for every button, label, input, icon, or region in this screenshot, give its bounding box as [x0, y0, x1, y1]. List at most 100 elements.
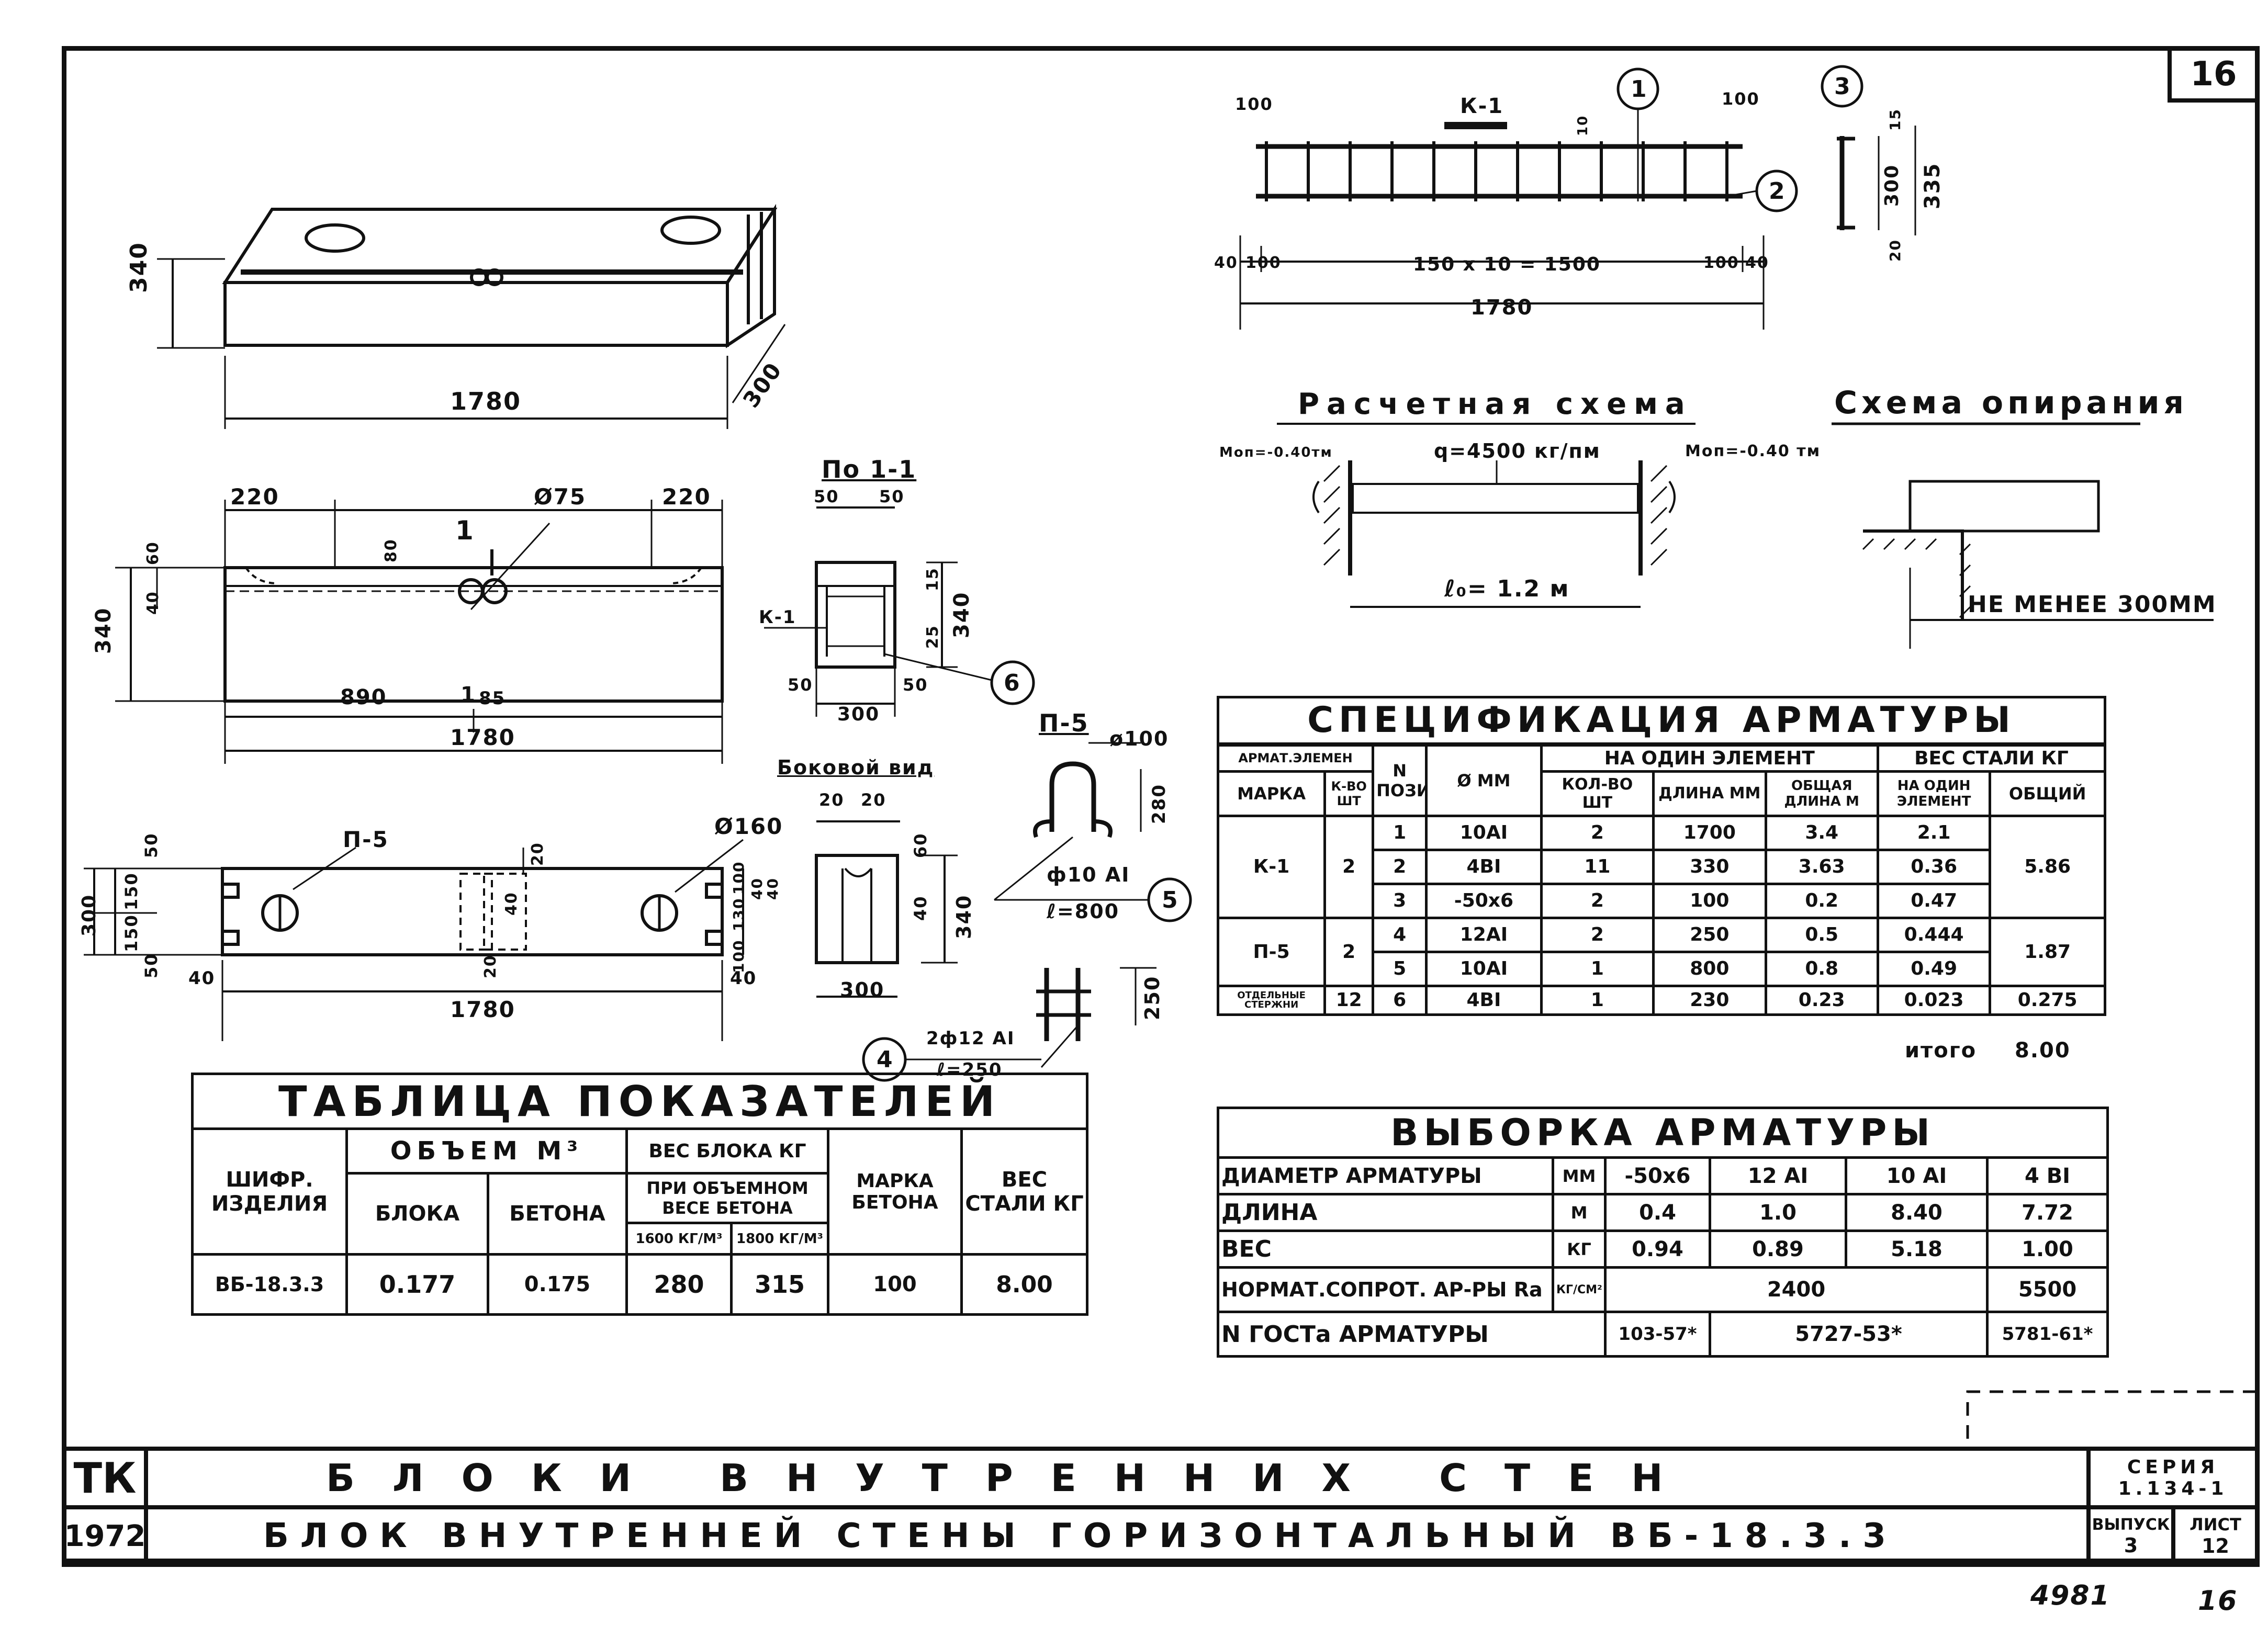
iso-dim-length: 1780: [450, 387, 522, 415]
section-dim-top-l: 50: [814, 487, 839, 506]
sample-norm-label: НОРМАТ.СОПРОТ. АР-РЫ Rа: [1217, 1266, 1554, 1313]
frame-k1-dim-100-bl: 100: [1245, 254, 1282, 272]
frame-k1-dim-100-l: 100: [1235, 94, 1273, 114]
plan-dim-100b: 100: [730, 939, 747, 973]
frame-k1-dim-mid: 150 x 10 = 1500: [1413, 254, 1601, 275]
table-row: ОТДЕЛЬНЫЕ СТЕРЖНИ 12 6 4BI 1 230 0.23 0.…: [1216, 984, 2106, 1016]
sample-cell: ММ: [1552, 1156, 1607, 1195]
spec-cell: 4: [1372, 916, 1428, 953]
front-dim-total: 1780: [450, 725, 515, 750]
spec-cell: 4BI: [1425, 984, 1543, 1016]
frame-k1-dim-100-br: 100: [1703, 254, 1739, 272]
ind-h-1800: 1800 КГ/М³: [730, 1222, 829, 1256]
plan-dim-50-top: 50: [141, 832, 161, 858]
sample-cell: 5.18: [1845, 1229, 1989, 1269]
sample-cell: ДЛИНА: [1217, 1193, 1554, 1232]
sample-cell: 0.89: [1709, 1229, 1847, 1269]
table-row: ВЕС КГ 0.94 0.89 5.18 1.00: [1217, 1229, 2109, 1269]
plan-dim-hole: Ø160: [714, 814, 783, 839]
spec-cell: 12АI: [1425, 916, 1543, 953]
loop-p5-dim-280: 280: [1149, 784, 1170, 824]
section-dim-50-r: 50: [903, 675, 928, 695]
plan-dim-20-mid2: 20: [481, 954, 500, 978]
frame-k1-dim-100-r: 100: [1722, 89, 1760, 109]
plan-dim-40-r2: 40: [764, 877, 781, 900]
spec-cell: 2: [1540, 916, 1655, 953]
ind-h-block: БЛОКА: [345, 1172, 489, 1256]
table-row: П-5 2 4 12АI 2 250 0.5 0.444 1.87: [1216, 916, 2106, 987]
indicators-table: ТАБЛИЦА ПОКАЗАТЕЛЕЙ ШИФР. ИЗДЕЛИЯ ОБЪЕМ …: [190, 1073, 1089, 1316]
ind-cell-steel: 8.00: [960, 1253, 1089, 1316]
spec-cell: 0.275: [1989, 984, 2106, 1016]
frame-k1-dim-40-r: 40: [1745, 254, 1769, 272]
calc-load-label: q=4500 кг/пм: [1434, 439, 1601, 462]
sample-cell: ДИАМЕТР АРМАТУРЫ: [1217, 1156, 1554, 1195]
ind-h-weight-sub: ПРИ ОБЪЕМНОМ ВЕСЕ БЕТОНА: [625, 1172, 829, 1224]
spec-cell: 330: [1652, 848, 1767, 885]
section-dim-15: 15: [924, 567, 942, 591]
sample-gost-label: N ГОСТа АРМАТУРЫ: [1217, 1311, 1607, 1358]
table-row: К-1 2 1 10АI 2 1700 3.4 2.1 5.86: [1216, 814, 2106, 919]
section-dim-top-r: 50: [879, 487, 905, 506]
ind-cell-w1600: 280: [625, 1253, 733, 1316]
spec-cell: 0.36: [1876, 848, 1992, 885]
calc-moment-left: Mоп=-0.40тм: [1219, 445, 1333, 460]
spec-h-total-len: ОБЩАЯ ДЛИНА М: [1764, 770, 1879, 817]
spec-cell: К-1: [1216, 814, 1327, 919]
front-section-mark-bottom: 1: [461, 683, 476, 707]
title-block-line2-text: БЛОК ВНУТРЕННЕЙ СТЕНЫ ГОРИЗОНТАЛЬНЫЙ ВБ-…: [263, 1517, 1898, 1555]
support-slab: [1908, 480, 2100, 533]
spec-cell: 2: [1540, 882, 1655, 919]
title-block-series: СЕРИЯ 1.134-1: [2086, 1447, 2260, 1509]
calc-moment-right: Mоп=-0.40 тм: [1685, 442, 1821, 460]
spec-h-per-one: НА ОДИН ЭЛЕМЕНТ: [1876, 770, 1992, 817]
sample-cell: 1.0: [1709, 1193, 1847, 1232]
plan-dim-total: 1780: [450, 997, 515, 1022]
plan-dim-100: 100: [730, 861, 747, 895]
front-dim-hole: Ø75: [534, 484, 587, 510]
spec-cell: 10АI: [1425, 814, 1543, 851]
callout-4: 4: [877, 1046, 894, 1073]
side-dim-300: 300: [840, 978, 885, 1001]
front-dim-height: 340: [92, 607, 116, 654]
sample-table: ВЫБОРКА АРМАТУРЫ ДИАМЕТР АРМАТУРЫ ММ -50…: [1216, 1107, 2109, 1358]
sample-cell: ВЕС: [1217, 1229, 1554, 1269]
spec-cell: 2.1: [1876, 814, 1992, 851]
plan-dim-20-mid: 20: [529, 842, 547, 866]
iso-block-side: [726, 204, 776, 348]
spec-h-len: ДЛИНА ММ: [1652, 770, 1767, 817]
sample-title: ВЫБОРКА АРМАТУРЫ: [1216, 1107, 2109, 1159]
spec-cell: 2: [1372, 848, 1428, 885]
title-block-sheet-value: 12: [2202, 1534, 2229, 1558]
calc-span-label: ℓ₀= 1.2 м: [1444, 575, 1570, 602]
sample-cell: -50x6: [1604, 1156, 1711, 1195]
side-dim-60: 60: [911, 832, 930, 858]
spec-cell: 0.023: [1876, 984, 1992, 1016]
sample-gost-2: 5727-53*: [1709, 1311, 1989, 1358]
bar4-spec: 2ф12 АI: [926, 1028, 1015, 1049]
spec-cell: ОТДЕЛЬНЫЕ СТЕРЖНИ: [1216, 984, 1327, 1016]
title-block-issue-value: 3: [2124, 1533, 2138, 1557]
side-dim-20a: 20: [819, 790, 845, 810]
table-row: N ГОСТа АРМАТУРЫ 103-57* 5727-53* 5781-6…: [1217, 1311, 2109, 1358]
ind-cell-w1800: 315: [730, 1253, 829, 1316]
spec-cell: 250: [1652, 916, 1767, 953]
indicators-title: ТАБЛИЦА ПОКАЗАТЕЛЕЙ: [190, 1073, 1089, 1130]
section-dim-340: 340: [950, 591, 974, 639]
spec-cell: 1: [1540, 984, 1655, 1016]
plan-dim-40-mid: 40: [502, 892, 521, 916]
frame-k1-rungs: [1265, 141, 1728, 201]
ind-h-steel: ВЕС СТАЛИ КГ: [960, 1127, 1089, 1256]
section-dim-25: 25: [924, 625, 942, 649]
plan-loop-label: П-5: [343, 827, 389, 852]
spec-cell: 1: [1540, 950, 1655, 987]
detail3-dim-15: 15: [1887, 108, 1904, 131]
spec-cell: 2: [1540, 814, 1655, 851]
sample-cell: 4 BI: [1985, 1156, 2109, 1195]
spec-cell: 0.47: [1876, 882, 1992, 919]
loop-p5-bar-spec: ф10 АI: [1047, 863, 1130, 886]
spec-h-mark: МАРКА: [1216, 770, 1327, 817]
section-dim-50-l: 50: [788, 675, 813, 695]
sample-cell: 10 АI: [1845, 1156, 1989, 1195]
